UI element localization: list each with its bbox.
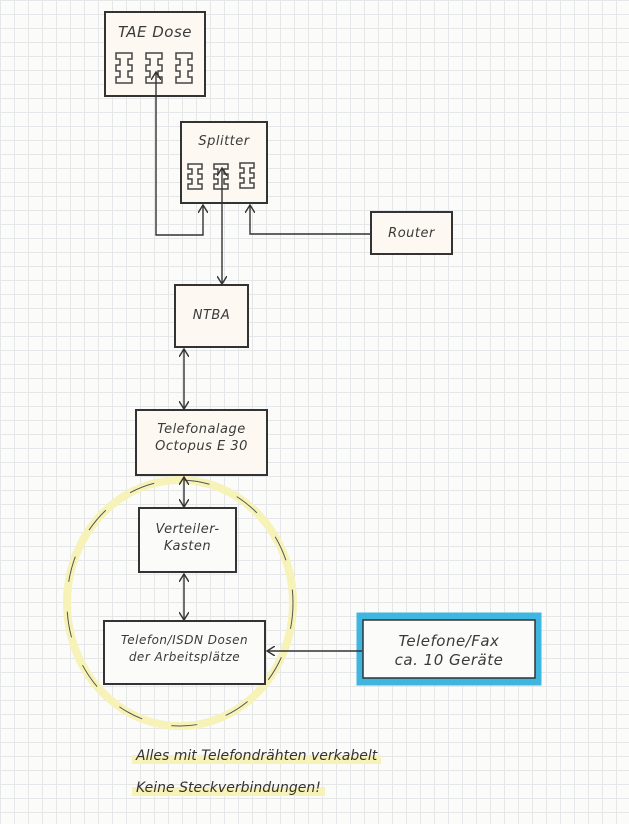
verteiler-label-line1: Verteiler- xyxy=(155,522,220,537)
note-line2: Keine Steckverbindungen! xyxy=(132,780,325,796)
geraete-highlight xyxy=(356,612,542,686)
geraete-label-line1: Telefone/Fax xyxy=(398,632,500,650)
ntba-box xyxy=(174,284,249,348)
geraete-label-line2: ca. 10 Geräte xyxy=(394,651,504,669)
anlage-label-line2: Octopus E 30 xyxy=(155,439,248,454)
anlage-label-line1: Telefonalage xyxy=(157,422,246,437)
verteiler-box xyxy=(138,507,237,573)
splitter-label: Splitter xyxy=(198,134,250,149)
verteiler-label: Verteiler- Kasten xyxy=(139,521,236,555)
dosen-label: Telefon/ISDN Dosen der Arbeitsplätze xyxy=(104,632,265,666)
dashed-circle xyxy=(66,479,294,727)
verteiler-label-line2: Kasten xyxy=(163,539,212,554)
ntba-label: NTBA xyxy=(192,308,231,323)
router-label: Router xyxy=(388,226,435,241)
tae-port-icon xyxy=(115,52,133,84)
geraete-label: Telefone/Fax ca. 10 Geräte xyxy=(363,632,535,670)
anlage-label: Telefonalage Octopus E 30 xyxy=(136,421,267,455)
dosen-label-line2: der Arbeitsplätze xyxy=(128,650,241,664)
dosen-box xyxy=(103,620,266,685)
router-splitter-line xyxy=(250,205,371,235)
tae-label: TAE Dose xyxy=(117,23,193,41)
dosen-label-line1: Telefon/ISDN Dosen xyxy=(120,633,249,647)
splitter-port-icon xyxy=(239,162,255,189)
router-box xyxy=(370,211,453,255)
note-line1: Alles mit Telefondrähten verkabelt xyxy=(132,748,382,764)
tae-splitter-line xyxy=(156,72,203,236)
geraete-box xyxy=(362,619,536,679)
anlage-box xyxy=(135,409,268,476)
